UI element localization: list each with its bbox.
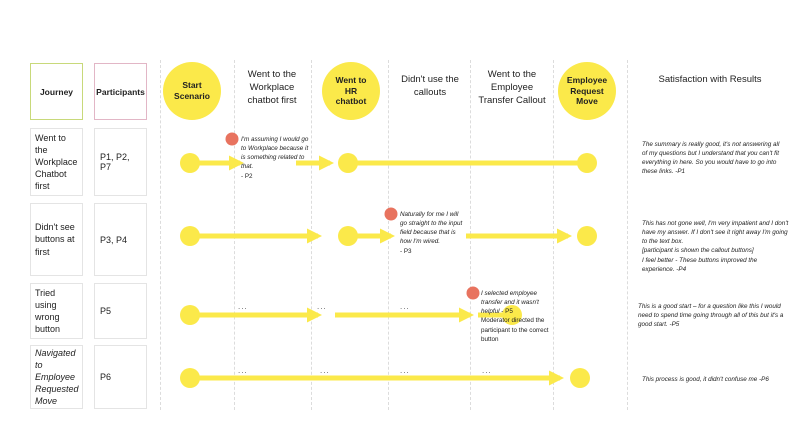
quote-attribution: - P5 [499,308,513,316]
transfer-node [502,305,522,325]
row-label-workplace: Went to the Workplace Chatbot first [30,128,83,196]
quote-marker-p3 [384,207,398,221]
employee-request-node [577,226,597,246]
quote-marker-p5 [466,286,480,300]
went-to-workplace-header: Went to the Workplace chatbot first [247,69,297,106]
participants-cell: P6 [94,345,147,409]
quote-text: I'm assuming I would go to Workplace bec… [241,136,309,171]
ellipsis: ... [400,302,410,311]
row-label-wrong-button: Tried using wrong button [30,283,83,339]
moderator-note: Moderator directed the participant to th… [481,317,549,343]
quote-p3: Naturally for me I will go straight to t… [400,210,466,256]
satisfaction-header: Satisfaction with Results [658,74,762,85]
quote-p5: I selected employee transfer and it wasn… [481,289,553,344]
ellipsis: ... [320,366,330,375]
participants-header: Participants [94,63,147,120]
ellipsis: ... [238,366,248,375]
participants-cell: P3, P4 [94,203,147,276]
satisfaction-quote: The summary is really good, it's not ans… [642,141,780,176]
row-label-employee-move: Navigated to Employee Requested Move [30,345,83,409]
satisfaction-quote: This process is good, it didn't confuse … [642,376,769,383]
quote-attribution: - P2 [241,172,253,180]
ellipsis: ... [317,302,327,311]
hr-chatbot-circle: Went to HR chatbot [322,62,380,120]
column-divider [627,60,628,410]
journey-header: Journey [30,63,83,120]
employee-transfer-header: Went to the Employee Transfer Callout [478,69,546,106]
start-node [180,305,200,325]
participants-cell: P5 [94,283,147,339]
quote-text: I selected employee transfer and it wasn… [481,290,539,316]
hr-chatbot-node [338,153,358,173]
satisfaction-quote: This has not gone well, I'm very impatie… [642,220,789,273]
ellipsis: ... [482,366,492,375]
quote-marker-p2 [225,132,239,146]
employee-request-node [570,368,590,388]
participants-cell: P1, P2, P7 [94,128,147,196]
satisfaction-quote: This is a good start – for a question li… [638,303,784,329]
column-divider [160,60,161,410]
employee-request-move-circle: Employee Request Move [558,62,616,120]
ellipsis: ... [238,302,248,311]
quote-p2: I'm assuming I would go to Workplace bec… [241,135,309,181]
start-node [180,226,200,246]
ellipsis: ... [400,366,410,375]
quote-text: Naturally for me I will go straight to t… [400,211,463,246]
didnt-use-callouts-header: Didn't use the callouts [401,74,459,98]
row-label-no-buttons: Didn't see buttons at first [30,203,83,276]
employee-request-node [577,153,597,173]
start-scenario-circle: Start Scenario [163,62,221,120]
start-node [180,368,200,388]
quote-attribution: - P3 [400,247,412,255]
hr-chatbot-node [338,226,358,246]
start-node [180,153,200,173]
